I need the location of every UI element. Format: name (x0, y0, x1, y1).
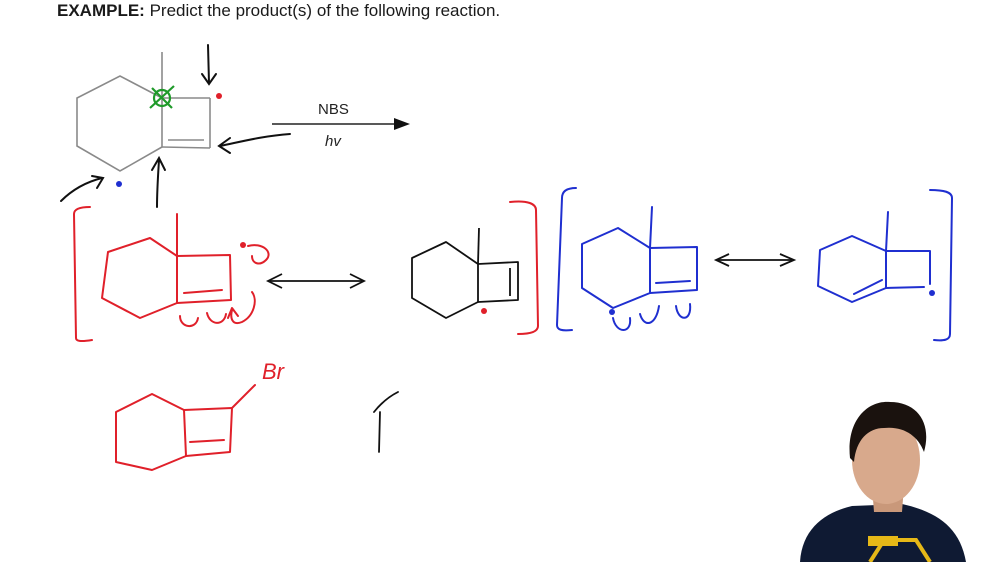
red-fishhook (179, 315, 199, 327)
red-curly-arrow-2 (227, 291, 256, 324)
resonance-structure-black (411, 227, 519, 319)
shirt-logo (868, 538, 932, 562)
red-curly-arrow-1 (247, 244, 270, 265)
problem-header: EXAMPLE: Predict the product(s) of the f… (57, 0, 500, 22)
no-hydrogen-marker (149, 85, 175, 109)
example-label: EXAMPLE: (57, 1, 145, 20)
resonance-arrow-blue (713, 253, 797, 267)
blue-left-bracket (556, 187, 577, 332)
red-ring-hexagon (101, 237, 178, 319)
red-right-bracket (509, 200, 540, 335)
presenter-video (800, 401, 966, 562)
bromine-label: Br (262, 359, 286, 384)
cyclohexane-ring (76, 75, 163, 172)
blue-resonance-set (556, 187, 698, 332)
example-prompt: Predict the product(s) of the following … (149, 1, 501, 20)
presenter-hair (849, 401, 927, 462)
presenter-face (852, 416, 920, 504)
reaction-arrow (272, 118, 410, 130)
cyclobutene-bottom-bond (161, 146, 211, 149)
starting-material (76, 52, 211, 172)
arrow-to-double-bond (217, 133, 291, 154)
blue-fishhook-2 (639, 305, 660, 324)
partial-sketch (373, 391, 399, 453)
reagent-label: NBS (318, 101, 349, 118)
blue-right-bracket (929, 189, 953, 342)
radical-dot-blue-2 (929, 290, 935, 296)
condition-label: hv (325, 133, 342, 150)
radical-dot-red-2 (481, 308, 487, 314)
arrow-to-allylic-left (60, 175, 105, 202)
radical-dot-red-1 (240, 242, 246, 248)
bromo-product (115, 384, 256, 471)
radical-dot-red-start (216, 93, 222, 99)
presenter-shirt (800, 504, 966, 562)
red-fishhook-2 (206, 312, 227, 324)
red-cyclobutene (176, 254, 232, 304)
radical-dot-blue-start (116, 181, 122, 187)
red-left-bracket (73, 206, 93, 343)
arrow-up-bottom (151, 155, 166, 208)
blue-resonance-structure-2 (817, 189, 953, 342)
blue-fishhook-3 (675, 303, 692, 319)
c-br-bond (231, 384, 256, 409)
blue-fishhook-1 (612, 317, 632, 331)
arrow-down-top (201, 44, 217, 86)
annotation-arrows (60, 44, 291, 208)
radical-dot-blue-1 (609, 309, 615, 315)
red-resonance-set (73, 206, 270, 343)
resonance-arrow-black (265, 273, 367, 289)
